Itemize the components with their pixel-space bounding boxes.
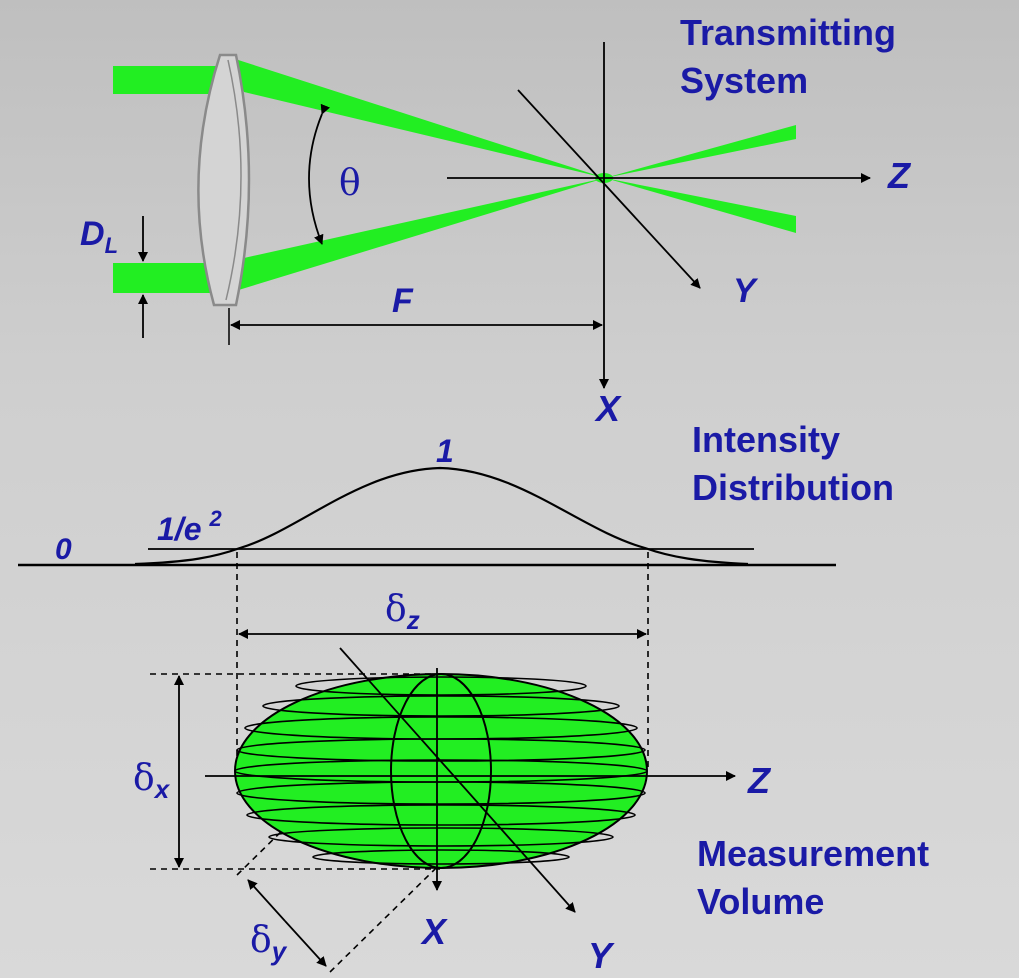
lower-converging-beam [232,178,605,292]
vertical-cross-section [390,673,492,869]
y-label-bottom: Y [588,935,615,976]
upper-converging-beam [232,58,605,178]
dy-dimension-1 [247,879,286,922]
upper-input-beam [113,66,219,94]
measurement-volume-title: Measurement [697,833,929,874]
z-label-top: Z [887,155,912,196]
upper-diverging-beam [605,125,796,178]
fringe-lines [234,676,648,865]
lower-input-beam [113,263,219,293]
theta-arc [308,103,331,245]
x-label-bottom: X [420,911,448,952]
y-axis-bottom [339,647,576,913]
gaussian-curve [134,466,749,566]
lower-diverging-beam [605,178,796,233]
transmitting-system-title: Transmitting [680,12,896,53]
measurement-ellipsoid [234,673,648,869]
lens-inner-line [225,59,242,301]
diagonal-projection-dashed-2 [329,824,481,973]
zero-label: 0 [55,533,72,566]
theta-label: θ [339,163,361,204]
y-axis-top [517,89,701,289]
y-label-top: Y [733,272,759,310]
transmitting-system: θ F DL Z Y X Transmitting System [80,12,912,429]
dx-label: δx [133,758,171,804]
intensity-distribution-title-line2: Distribution [692,467,894,508]
intensity-distribution-title: Intensity [692,419,840,460]
peak-label: 1 [436,433,454,469]
f-label: F [392,282,414,320]
measurement-volume-title-line2: Volume [697,881,824,922]
transmitting-system-title-line2: System [680,60,808,101]
x-label-top: X [594,388,622,429]
dz-label: δz [385,589,420,635]
measurement-volume: δz δx δy Z X Y Measurement Volume [133,552,929,976]
dy-dimension-2 [284,920,327,967]
dy-label: δy [250,920,288,966]
dl-label: DL [80,215,118,258]
z-label-bottom: Z [747,760,772,801]
